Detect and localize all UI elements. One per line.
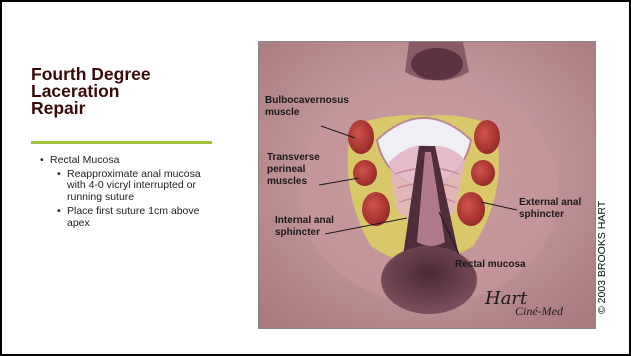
label-external-1: External anal <box>519 197 581 208</box>
label-external-2: sphincter <box>519 209 564 220</box>
anal-opening <box>381 246 477 314</box>
label-rectal-mucosa: Rectal mucosa <box>455 259 526 270</box>
studio-mark: Ciné-Med <box>515 304 564 318</box>
copyright-text: © 2003 BROOKS HART <box>596 201 608 314</box>
sub-bullet-item: Place first suture 1cm above apex <box>57 206 217 229</box>
sub-bullet-list: Reapproximate anal mucosa with 4-0 vicry… <box>57 169 230 230</box>
label-transverse-1: Transverse <box>267 152 320 163</box>
external-sphincter-right <box>457 192 485 226</box>
label-transverse-3: muscles <box>267 176 307 187</box>
bulbocavernosus-muscle-right <box>474 120 500 154</box>
label-internal-2: sphincter <box>275 227 320 238</box>
transverse-perineal-muscle-left <box>353 160 377 186</box>
label-bulbocavernosus-2: muscle <box>265 107 300 118</box>
label-transverse-2: perineal <box>267 164 306 175</box>
title-underline <box>31 141 212 144</box>
slide-title: Fourth Degree Laceration Repair <box>31 66 211 117</box>
label-bulbocavernosus-1: Bulbocavernosus <box>265 95 349 106</box>
label-internal-1: Internal anal <box>275 215 334 226</box>
sub-bullet-item: Reapproximate anal mucosa with 4-0 vicry… <box>57 169 217 204</box>
external-sphincter-left <box>362 192 390 226</box>
transverse-perineal-muscle-right <box>471 160 495 186</box>
upper-tube-opening <box>411 48 463 80</box>
anatomical-illustration: Bulbocavernosus muscle Transverse perine… <box>258 41 596 329</box>
bullet-list: Rectal Mucosa Reapproximate anal mucosa … <box>40 155 230 232</box>
illustration-svg: Bulbocavernosus muscle Transverse perine… <box>259 42 595 328</box>
bullet-item: Rectal Mucosa <box>40 155 230 167</box>
